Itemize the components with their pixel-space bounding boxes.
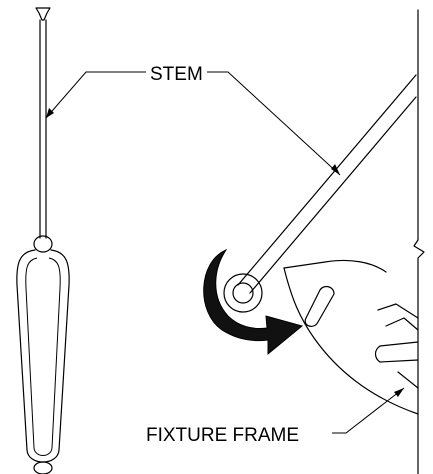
inserted-stem-edge-upper: [237, 74, 417, 286]
stem-callout: STEM: [45, 64, 341, 176]
handle-outer: [16, 249, 70, 463]
wall-section: [413, 9, 425, 474]
rotation-arrow-shape: [203, 248, 304, 356]
frame-notch-upper: [377, 303, 419, 319]
frame-top-edge: [283, 259, 387, 273]
fixture-frame: [283, 259, 419, 415]
stem-leader-left-arrow: [46, 108, 54, 118]
stem-collar: [33, 235, 53, 253]
pivot-inner: [232, 282, 254, 304]
stem-label: STEM: [150, 64, 203, 85]
inserted-stem-edge-lower: [249, 96, 417, 294]
fixture-frame-leader: [332, 387, 405, 434]
stem-leader-left: [45, 71, 146, 119]
frame-lower-edge: [397, 371, 419, 389]
stem-tool: [16, 7, 70, 474]
fixture-frame-callout: FIXTURE FRAME: [146, 387, 405, 446]
frame-slot: [304, 285, 335, 327]
frame-notch-mid: [385, 317, 419, 331]
frame-notch-line: [379, 341, 419, 347]
stem-leader-right: [207, 71, 341, 176]
inserted-stem: [223, 74, 417, 313]
pivot-outer: [223, 273, 263, 313]
rotation-arrow-icon: [203, 248, 304, 356]
fixture-frame-leader-arrow: [394, 388, 404, 397]
fixture-frame-label: FIXTURE FRAME: [146, 425, 299, 446]
frame-notch-line-2: [379, 359, 419, 363]
handle-inner: [25, 257, 61, 456]
stem-tip: [35, 7, 51, 21]
frame-notch-cap: [374, 345, 381, 363]
frame-outer-curve: [283, 267, 419, 415]
handle-cap: [33, 461, 53, 474]
wall-break-icon: [413, 239, 425, 259]
